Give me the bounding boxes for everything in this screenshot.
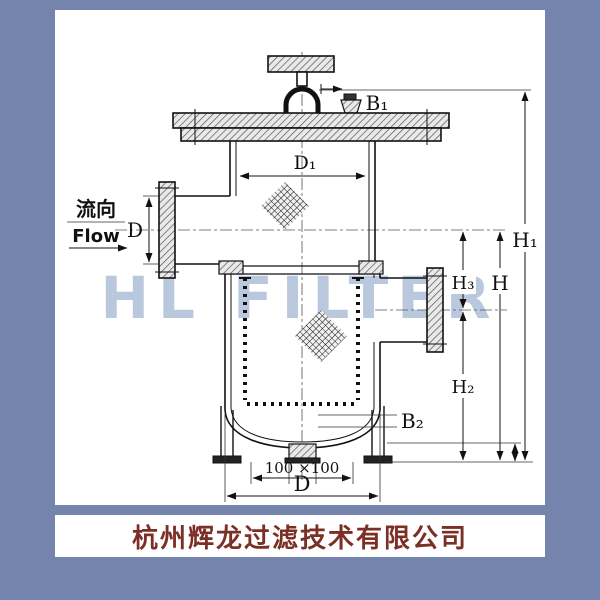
label-footprint: 100 ×100 [265,459,340,477]
label-h1: H₁ [512,228,537,252]
label-halos [450,224,538,398]
cover-flange [180,127,442,142]
label-h2: H₂ [452,377,475,398]
basket-strainer-diagram: B₁ D₁ 流向 Flow D H₁ H H₃ H₂ B₂ 100 ×100 D [67,52,538,502]
body-flange-right [358,260,384,275]
body-flange-left [218,260,244,275]
footer-band: 杭州辉龙过滤技术有限公司 [55,515,545,557]
outlet-flange [426,267,444,353]
lifting-lug [283,86,321,113]
label-h3: H₃ [452,273,475,294]
label-b2: B₂ [401,409,424,433]
extension-lines [67,89,533,502]
label-d-inlet: D [127,218,143,242]
handle-block [267,55,335,73]
drain-stub [288,443,317,459]
label-d1: D₁ [294,152,317,174]
label-flow-en: Flow [72,226,119,247]
vent-plug [340,99,362,114]
dimension-lines [69,84,529,500]
mesh-symbol-upper [261,182,309,230]
vessel-body [155,55,450,464]
filter-basket [239,277,364,406]
label-d-bottom: D [294,472,311,496]
label-flow-cn: 流向 [76,197,116,221]
cover-plate [172,112,450,129]
label-h: H [491,271,508,295]
support-legs [220,406,385,456]
company-name: 杭州辉龙过滤技术有限公司 [131,523,468,554]
inlet-flange [158,181,176,279]
mesh-symbol-lower [295,310,347,362]
label-b1: B₁ [366,91,389,115]
